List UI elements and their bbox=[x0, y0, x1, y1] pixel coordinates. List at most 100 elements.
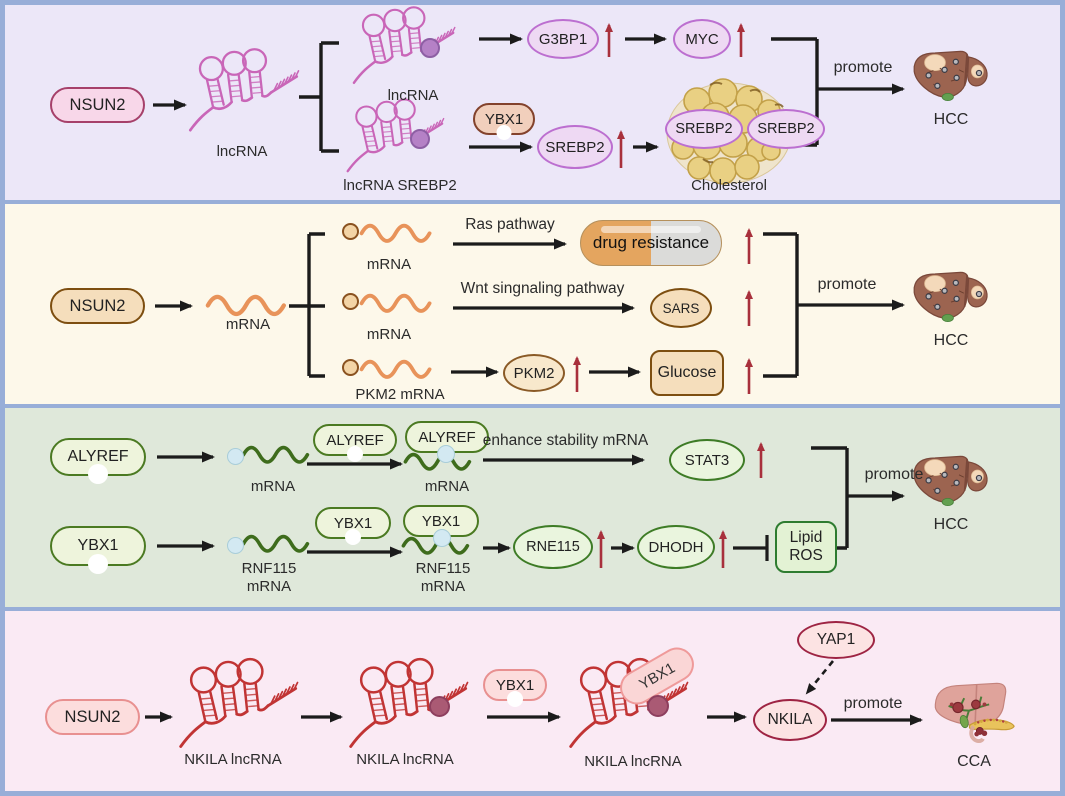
promote-label: promote bbox=[843, 695, 903, 712]
cca-label: CCA bbox=[957, 753, 991, 770]
nsun2-label: NSUN2 bbox=[69, 296, 126, 315]
methyl-mark-bound bbox=[647, 695, 669, 717]
pkm2-mrna-molecule bbox=[359, 359, 432, 379]
lncrna-srebp2-label: lncRNA SREBP2 bbox=[343, 177, 457, 194]
nkila-molecule-2 bbox=[349, 657, 469, 748]
mrna2-molecule bbox=[359, 293, 432, 313]
nsun2-label: NSUN2 bbox=[69, 95, 126, 114]
nsun2-node: NSUN2 bbox=[45, 699, 140, 735]
rne115-label: RNE115 bbox=[526, 539, 580, 555]
hcc-label: HCC bbox=[933, 111, 969, 128]
enhance-stability-label: enhance stability mRNA bbox=[482, 432, 649, 449]
nkila1-label: NKILA lncRNA bbox=[184, 751, 282, 768]
nsun2-node: NSUN2 bbox=[50, 87, 145, 123]
panel-readers-hcc: ALYREF mRNA ALYREF ALYREF mRNA enhance s… bbox=[5, 408, 1060, 607]
alyref-carrier-node: ALYREF bbox=[313, 424, 397, 462]
alyref-label: ALYREF bbox=[67, 448, 129, 465]
converge-bracket-right bbox=[763, 232, 799, 378]
pkm2-mrna-label: PKM2 mRNA bbox=[355, 386, 445, 403]
ybx1-bound-label: YBX1 bbox=[421, 512, 461, 530]
methyl-mark-nkila bbox=[429, 696, 450, 717]
panel4-graphics bbox=[145, 657, 1017, 748]
mrna-label: mRNA bbox=[225, 316, 271, 333]
sars-label: SARS bbox=[662, 300, 700, 316]
stat3-label: STAT3 bbox=[684, 451, 730, 469]
yap1-node: YAP1 bbox=[797, 621, 875, 659]
methyl-mark-top bbox=[420, 38, 440, 58]
nkila2-label: NKILA lncRNA bbox=[356, 751, 454, 768]
alyref-dot bbox=[88, 464, 108, 484]
panel-mrna-hcc: NSUN2 mRNA mRNA mRNA PKM2 mRNA Ras pathw… bbox=[5, 204, 1060, 404]
srebp2-right-label: SREBP2 bbox=[757, 121, 815, 137]
m5c-site-bound-1 bbox=[437, 445, 455, 463]
ybx1-dot bbox=[88, 554, 108, 574]
rne115-node: RNE115 bbox=[513, 525, 593, 569]
panel-lncrna-hcc: NSUN2 lncRNA lncRNA lncRNA SREBP2 G3BP1 … bbox=[5, 5, 1060, 200]
ras-pathway-label: Ras pathway bbox=[465, 216, 555, 233]
hcc-label: HCC bbox=[933, 332, 969, 349]
m5c-mark-2 bbox=[342, 293, 359, 310]
rnf115-bound-label-line2: mRNA bbox=[420, 578, 466, 595]
mrna1-molecule bbox=[359, 223, 432, 243]
drug-resistance-label: drug resistance bbox=[592, 233, 710, 252]
ybx1-node: YBX1 bbox=[473, 103, 535, 140]
hcc-liver-icon bbox=[913, 271, 988, 323]
methyl-mark-bottom bbox=[410, 129, 430, 149]
mrna1-molecule bbox=[241, 445, 310, 464]
g3bp1-node: G3BP1 bbox=[527, 19, 599, 59]
panel-nkila-cca: NSUN2 NKILA lncRNA NKILA lncRNA YBX1 YBX… bbox=[5, 611, 1060, 791]
m5c-mark-1 bbox=[342, 223, 359, 240]
srebp2-label: SREBP2 bbox=[545, 138, 605, 156]
dashed-arrow-yap1-nkila bbox=[805, 660, 835, 695]
promote-label: promote bbox=[833, 59, 893, 76]
nkila-molecule-1 bbox=[179, 657, 299, 748]
mrna1-label: mRNA bbox=[250, 478, 296, 495]
alyref-bound-label: ALYREF bbox=[418, 428, 476, 446]
ybx1-dot bbox=[507, 691, 523, 707]
nkila-label: NKILA bbox=[767, 711, 813, 728]
rnf115-label-line2: mRNA bbox=[246, 578, 292, 595]
inhibition-dhodh-lipidros bbox=[733, 535, 769, 561]
srebp2-node: SREBP2 bbox=[537, 125, 613, 169]
branch-bracket-left bbox=[299, 41, 339, 153]
dhodh-node: DHODH bbox=[637, 525, 715, 569]
lncrna-label: lncRNA bbox=[216, 143, 268, 160]
lipid-label: Lipid bbox=[789, 529, 823, 547]
nkila-node: NKILA bbox=[753, 699, 827, 741]
nkila3-label: NKILA lncRNA bbox=[584, 753, 682, 770]
hcc-liver-icon bbox=[913, 50, 988, 102]
m5c-site-bound-2 bbox=[433, 529, 451, 547]
nsun2-label: NSUN2 bbox=[64, 707, 121, 726]
ybx1-node: YBX1 bbox=[50, 526, 146, 574]
ros-label: ROS bbox=[789, 547, 823, 564]
ybx1-node: YBX1 bbox=[483, 669, 547, 707]
ybx1-carrier-label: YBX1 bbox=[333, 514, 373, 532]
drug-resistance-capsule: drug resistance bbox=[580, 220, 722, 266]
myc-label: MYC bbox=[685, 30, 719, 48]
m5c-site-2 bbox=[227, 537, 244, 554]
rnf115-label-line1: RNF115 bbox=[241, 560, 297, 577]
promote-label: promote bbox=[817, 276, 877, 293]
pkm2-label: PKM2 bbox=[513, 364, 555, 382]
sars-node: SARS bbox=[650, 288, 712, 328]
stat3-node: STAT3 bbox=[669, 439, 745, 481]
yap1-label: YAP1 bbox=[816, 631, 856, 648]
myc-node: MYC bbox=[673, 19, 731, 59]
m5c-site-1 bbox=[227, 448, 244, 465]
mrna2-label: mRNA bbox=[366, 326, 412, 343]
glucose-node: Glucose bbox=[650, 350, 724, 396]
alyref-carrier-label: ALYREF bbox=[326, 431, 384, 449]
converge-bracket-right bbox=[811, 446, 849, 550]
rnf115-bound-label-line1: RNF115 bbox=[415, 560, 471, 577]
ybx1-dot bbox=[496, 125, 512, 140]
srebp2-on-cholesterol-left: SREBP2 bbox=[665, 109, 743, 149]
branch-bracket bbox=[289, 232, 325, 378]
srebp2-on-cholesterol-right: SREBP2 bbox=[747, 109, 825, 149]
srebp2-left-label: SREBP2 bbox=[675, 121, 733, 137]
nsun2-node: NSUN2 bbox=[50, 288, 145, 324]
panel2-graphics bbox=[155, 223, 988, 394]
ybx1-label: YBX1 bbox=[495, 676, 535, 694]
glucose-label: Glucose bbox=[657, 363, 717, 381]
panel3-graphics bbox=[157, 442, 988, 568]
rnf115-mrna-molecule bbox=[241, 534, 310, 553]
